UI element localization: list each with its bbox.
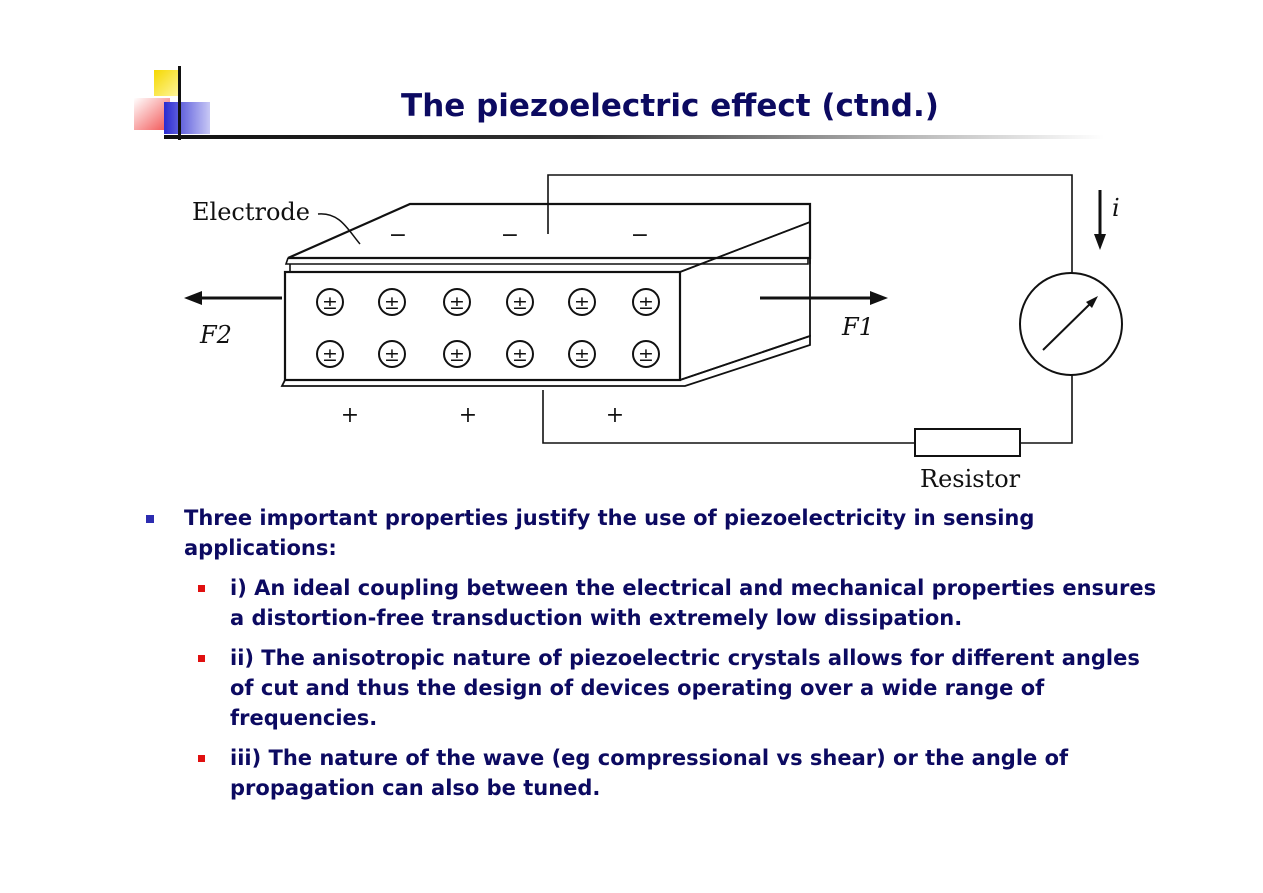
svg-text:±: ± [512, 344, 528, 366]
svg-text:±: ± [384, 292, 400, 314]
circuit-wire-right [1020, 375, 1073, 444]
force-label-f1: F1 [841, 313, 874, 341]
electrode-leader [317, 213, 361, 245]
bullet-list: Three important properties justify the u… [140, 503, 1170, 813]
resistor-label: Resistor [920, 465, 1021, 493]
bullet-sub-3: iii) The nature of the wave (eg compress… [140, 743, 1170, 803]
bullet-main: Three important properties justify the u… [140, 503, 1170, 563]
negative-charges: − − − [389, 223, 649, 248]
ammeter-icon [1019, 272, 1123, 376]
positive-charges: + + + [341, 403, 624, 428]
bullet-sub-1: i) An ideal coupling between the electri… [140, 573, 1170, 633]
piezo-diagram: ± ± ± ± ± ± ± ± ± ± ± ± − − − + + + Elec… [184, 174, 1123, 493]
svg-text:±: ± [322, 292, 338, 314]
force-label-f2: F2 [199, 321, 232, 349]
svg-text:−: − [389, 223, 407, 248]
svg-text:±: ± [384, 344, 400, 366]
bullet-square-icon [198, 655, 205, 662]
svg-text:±: ± [449, 292, 465, 314]
charge-row-bottom: ± ± ± ± ± ± [316, 340, 660, 368]
charge-row-top: ± ± ± ± ± ± [316, 288, 660, 316]
slide-logo-icon [134, 66, 210, 140]
current-arrow-icon [1094, 190, 1106, 250]
svg-text:±: ± [638, 344, 654, 366]
bullet-square-icon [198, 585, 205, 592]
svg-text:−: − [631, 223, 649, 248]
bullet-sub-2: ii) The anisotropic nature of piezoelect… [140, 643, 1170, 733]
resistor-icon [914, 428, 1021, 457]
svg-text:±: ± [322, 344, 338, 366]
slide-title: The piezoelectric effect (ctnd.) [401, 88, 939, 124]
circuit-wire-bottom [542, 390, 915, 444]
bottom-electrode [280, 334, 811, 387]
piezo-crystal [283, 270, 682, 382]
top-electrode [287, 202, 812, 260]
current-label: i [1112, 194, 1120, 222]
title-divider [164, 135, 1104, 139]
svg-text:±: ± [638, 292, 654, 314]
bullet-square-icon [198, 755, 205, 762]
svg-text:+: + [606, 403, 624, 428]
svg-text:±: ± [449, 344, 465, 366]
svg-text:−: − [501, 223, 519, 248]
svg-text:±: ± [512, 292, 528, 314]
bullet-square-icon [146, 515, 154, 523]
circuit-wire-top [547, 174, 1073, 273]
svg-text:+: + [341, 403, 359, 428]
svg-text:+: + [459, 403, 477, 428]
svg-text:±: ± [574, 344, 590, 366]
force-arrow-right [760, 291, 888, 305]
svg-text:±: ± [574, 292, 590, 314]
force-arrow-left [184, 291, 282, 305]
electrode-label: Electrode [192, 198, 310, 226]
